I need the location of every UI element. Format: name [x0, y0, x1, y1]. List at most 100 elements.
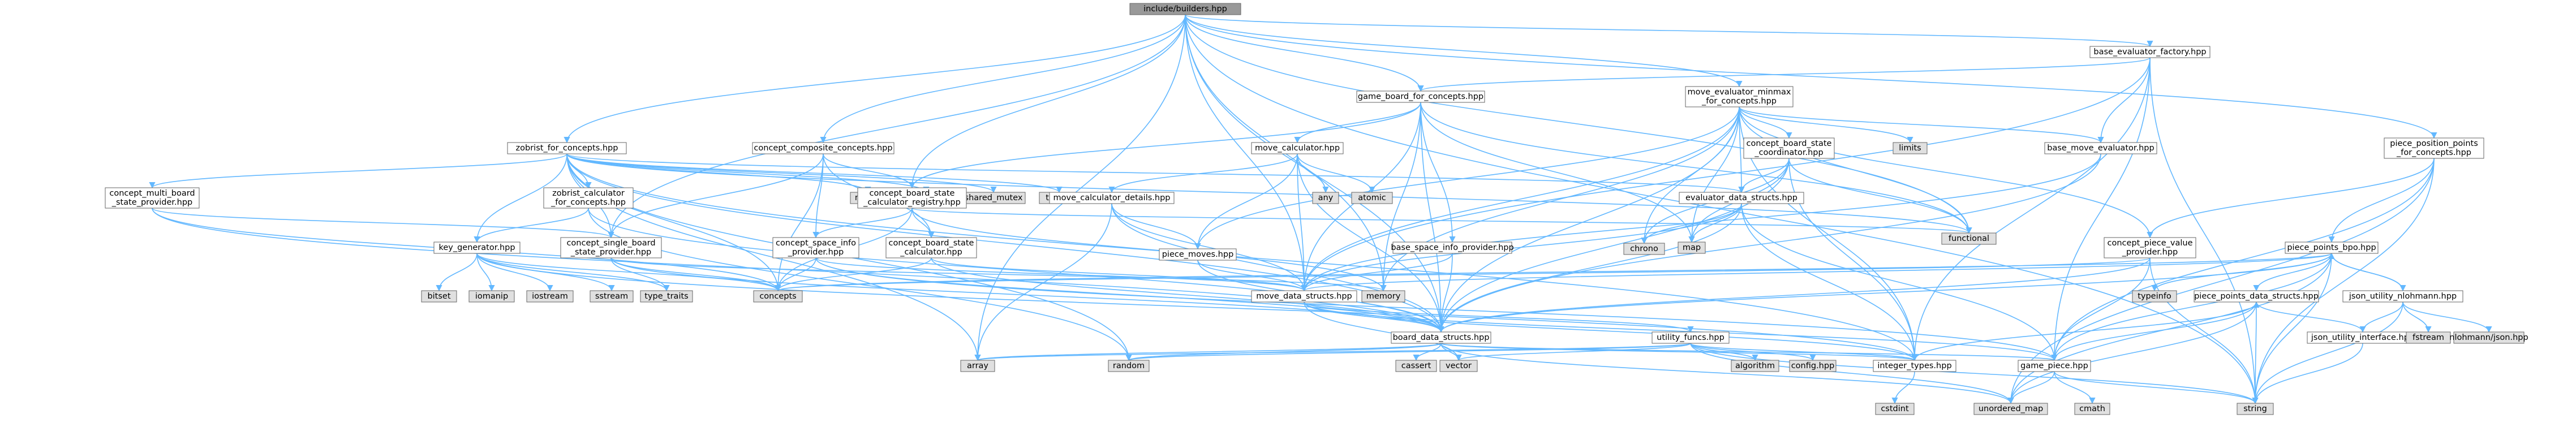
edge-bsip-to-mds	[1301, 253, 1453, 292]
edge-mcd-to-pmoves	[1111, 203, 1201, 250]
node-cstdint: cstdint	[1875, 403, 1915, 415]
node-mcd[interactable]: move_calculator_details.hpp	[1049, 192, 1175, 204]
edge-uf-to-string	[1690, 343, 2259, 404]
node-cassert-label: cassert	[1401, 361, 1431, 370]
header-nodes: include/builders.hpp base_evaluator_facto…	[105, 3, 2528, 415]
node-csip[interactable]: concept_space_info_provider.hpp	[772, 237, 859, 258]
node-uf[interactable]: utility_funcs.hpp	[1652, 331, 1730, 344]
edge-bef-to-mds	[1301, 57, 2151, 292]
node-algorithm-box	[1731, 360, 1779, 372]
node-memory-label: memory	[1366, 292, 1401, 301]
node-mds-label: move_data_structs.hpp	[1256, 292, 1352, 301]
node-gbfc-label: game_board_for_concepts.hpp	[1358, 92, 1483, 101]
node-mds-box	[1251, 290, 1357, 303]
node-gamepiece[interactable]: game_piece.hpp	[2018, 360, 2091, 372]
edge-kg-to-typetraits	[476, 253, 670, 292]
edge-builders-to-functional	[1185, 14, 1972, 234]
edge-mc-to-bds	[1297, 153, 1444, 333]
edge-memfc-to-cbsc	[1739, 106, 1792, 139]
edge-builders-to-memfc	[1185, 14, 1743, 88]
edge-cbsc-to-eds	[1738, 158, 1790, 193]
node-cmbsp[interactable]: concept_multi_board_state_provider.hpp	[105, 187, 200, 209]
edge-jun-to-fstream	[2402, 301, 2432, 333]
node-mc[interactable]: move_calculator.hpp	[1251, 142, 1344, 154]
node-zcfc[interactable]: zobrist_calculator_for_concepts.hpp	[543, 187, 634, 209]
node-any: any	[1312, 192, 1339, 204]
edge-cmbsp-to-cssp	[152, 208, 614, 239]
node-shmutex-label: shared_mutex	[965, 193, 1023, 202]
node-ppbp[interactable]: piece_points_bpo.hpp	[2285, 241, 2379, 254]
edge-zfc-to-thread	[566, 153, 1063, 193]
node-cssp-label: _state_provider.hpp	[570, 248, 652, 257]
node-iomanip-label: iomanip	[475, 292, 508, 301]
node-random: random	[1108, 360, 1150, 372]
node-cbsc2[interactable]: concept_board_state_calculator.hpp	[885, 237, 977, 258]
node-mcd-label: move_calculator_details.hpp	[1053, 193, 1171, 202]
node-array-label: array	[967, 361, 988, 370]
node-ppds[interactable]: piece_points_data_structs.hpp	[2194, 290, 2319, 303]
edge-mcd-to-bds	[1111, 203, 1444, 333]
node-inttypes[interactable]: integer_types.hpp	[1873, 360, 1956, 372]
node-csip-label: _provider.hpp	[788, 248, 844, 257]
edge-gbfc-to-cbscr	[909, 102, 1421, 189]
node-kg[interactable]: key_generator.hpp	[433, 241, 521, 254]
edge-kg-to-iomanip	[476, 253, 495, 292]
node-vector-box	[1439, 360, 1478, 372]
edge-builders-to-zfc	[564, 14, 1186, 144]
edge-kg-to-concepts	[476, 253, 781, 292]
edge-ppbp-to-mds	[1301, 253, 2332, 292]
node-limits-label: limits	[1899, 144, 1921, 153]
node-jun[interactable]: json_utility_nlohmann.hpp	[2342, 290, 2463, 303]
edge-builders-to-bds	[1185, 14, 1444, 333]
node-zfc[interactable]: zobrist_for_concepts.hpp	[507, 142, 627, 154]
node-bef[interactable]: base_evaluator_factory.hpp	[2089, 46, 2211, 58]
edge-uf-to-inttypes	[1690, 343, 1918, 361]
node-eds[interactable]: evaluator_data_structs.hpp	[1679, 192, 1804, 204]
node-bme-box	[2044, 142, 2157, 154]
node-sstream-label: sstream	[595, 292, 628, 301]
node-ppfc[interactable]: piece_position_points_for_concepts.hpp	[2384, 137, 2484, 159]
node-ppbp-label: piece_points_bpo.hpp	[2287, 243, 2376, 252]
node-pmoves-box	[1159, 248, 1237, 261]
node-random-label: random	[1113, 361, 1145, 370]
node-cssp[interactable]: concept_single_board_state_provider.hpp	[560, 237, 662, 258]
edge-bme-to-mds	[1301, 153, 2101, 292]
node-memfc[interactable]: move_evaluator_minmax_for_concepts.hpp	[1685, 86, 1794, 107]
node-bds[interactable]: board_data_structs.hpp	[1391, 331, 1491, 344]
node-pmoves[interactable]: piece_moves.hpp	[1159, 248, 1237, 261]
node-bsip[interactable]: base_space_info_provider.hpp	[1391, 241, 1514, 254]
edge-jui-to-string	[2252, 343, 2363, 404]
node-iomanip: iomanip	[468, 290, 515, 303]
node-nlohjson: nlohmann/json.hpp	[2449, 331, 2528, 344]
node-builders[interactable]: include/builders.hpp	[1129, 3, 1241, 15]
node-cbscr[interactable]: concept_board_state_calculator_registry.…	[857, 187, 967, 209]
node-iostream: iostream	[526, 290, 574, 303]
node-umap-label: unordered_map	[1979, 404, 2043, 413]
node-gamepiece-label: game_piece.hpp	[2020, 361, 2088, 370]
node-cpvp[interactable]: concept_piece_value_provider.hpp	[2104, 237, 2196, 258]
edge-builders-to-gbfc	[1185, 14, 1424, 92]
node-map-label: map	[1683, 243, 1701, 252]
node-mds[interactable]: move_data_structs.hpp	[1251, 290, 1357, 303]
node-cpvp-label: _provider.hpp	[2122, 248, 2178, 257]
edge-builders-to-ppfc	[1185, 14, 2437, 139]
edge-ppbp-to-string	[2252, 253, 2332, 404]
node-ccc[interactable]: concept_composite_concepts.hpp	[752, 142, 894, 154]
node-fstream-box	[2406, 331, 2451, 344]
edge-zfc-to-cmbsp	[149, 153, 567, 189]
node-fstream-label: fstream	[2412, 333, 2444, 342]
edge-eds-to-mds	[1301, 203, 1742, 292]
edge-cbscr-to-functional	[911, 208, 1972, 234]
node-cbsc[interactable]: concept_board_state_coordinator.hpp	[1743, 137, 1835, 159]
node-cmbsp-label: concept_multi_board	[109, 189, 195, 198]
node-bme[interactable]: base_move_evaluator.hpp	[2044, 142, 2157, 154]
node-ccc-box	[752, 142, 894, 154]
node-bef-box	[2089, 46, 2211, 58]
node-jui[interactable]: json_utility_interface.hpp	[2307, 331, 2419, 344]
node-gbfc[interactable]: game_board_for_concepts.hpp	[1356, 90, 1485, 103]
node-ppfc-label: piece_position_points	[2390, 139, 2478, 148]
node-typetraits-label: type_traits	[644, 292, 688, 301]
node-bitset-label: bitset	[427, 292, 450, 301]
node-confighpp-label: config.hpp	[1791, 361, 1835, 370]
node-ppbp-box	[2285, 241, 2379, 254]
